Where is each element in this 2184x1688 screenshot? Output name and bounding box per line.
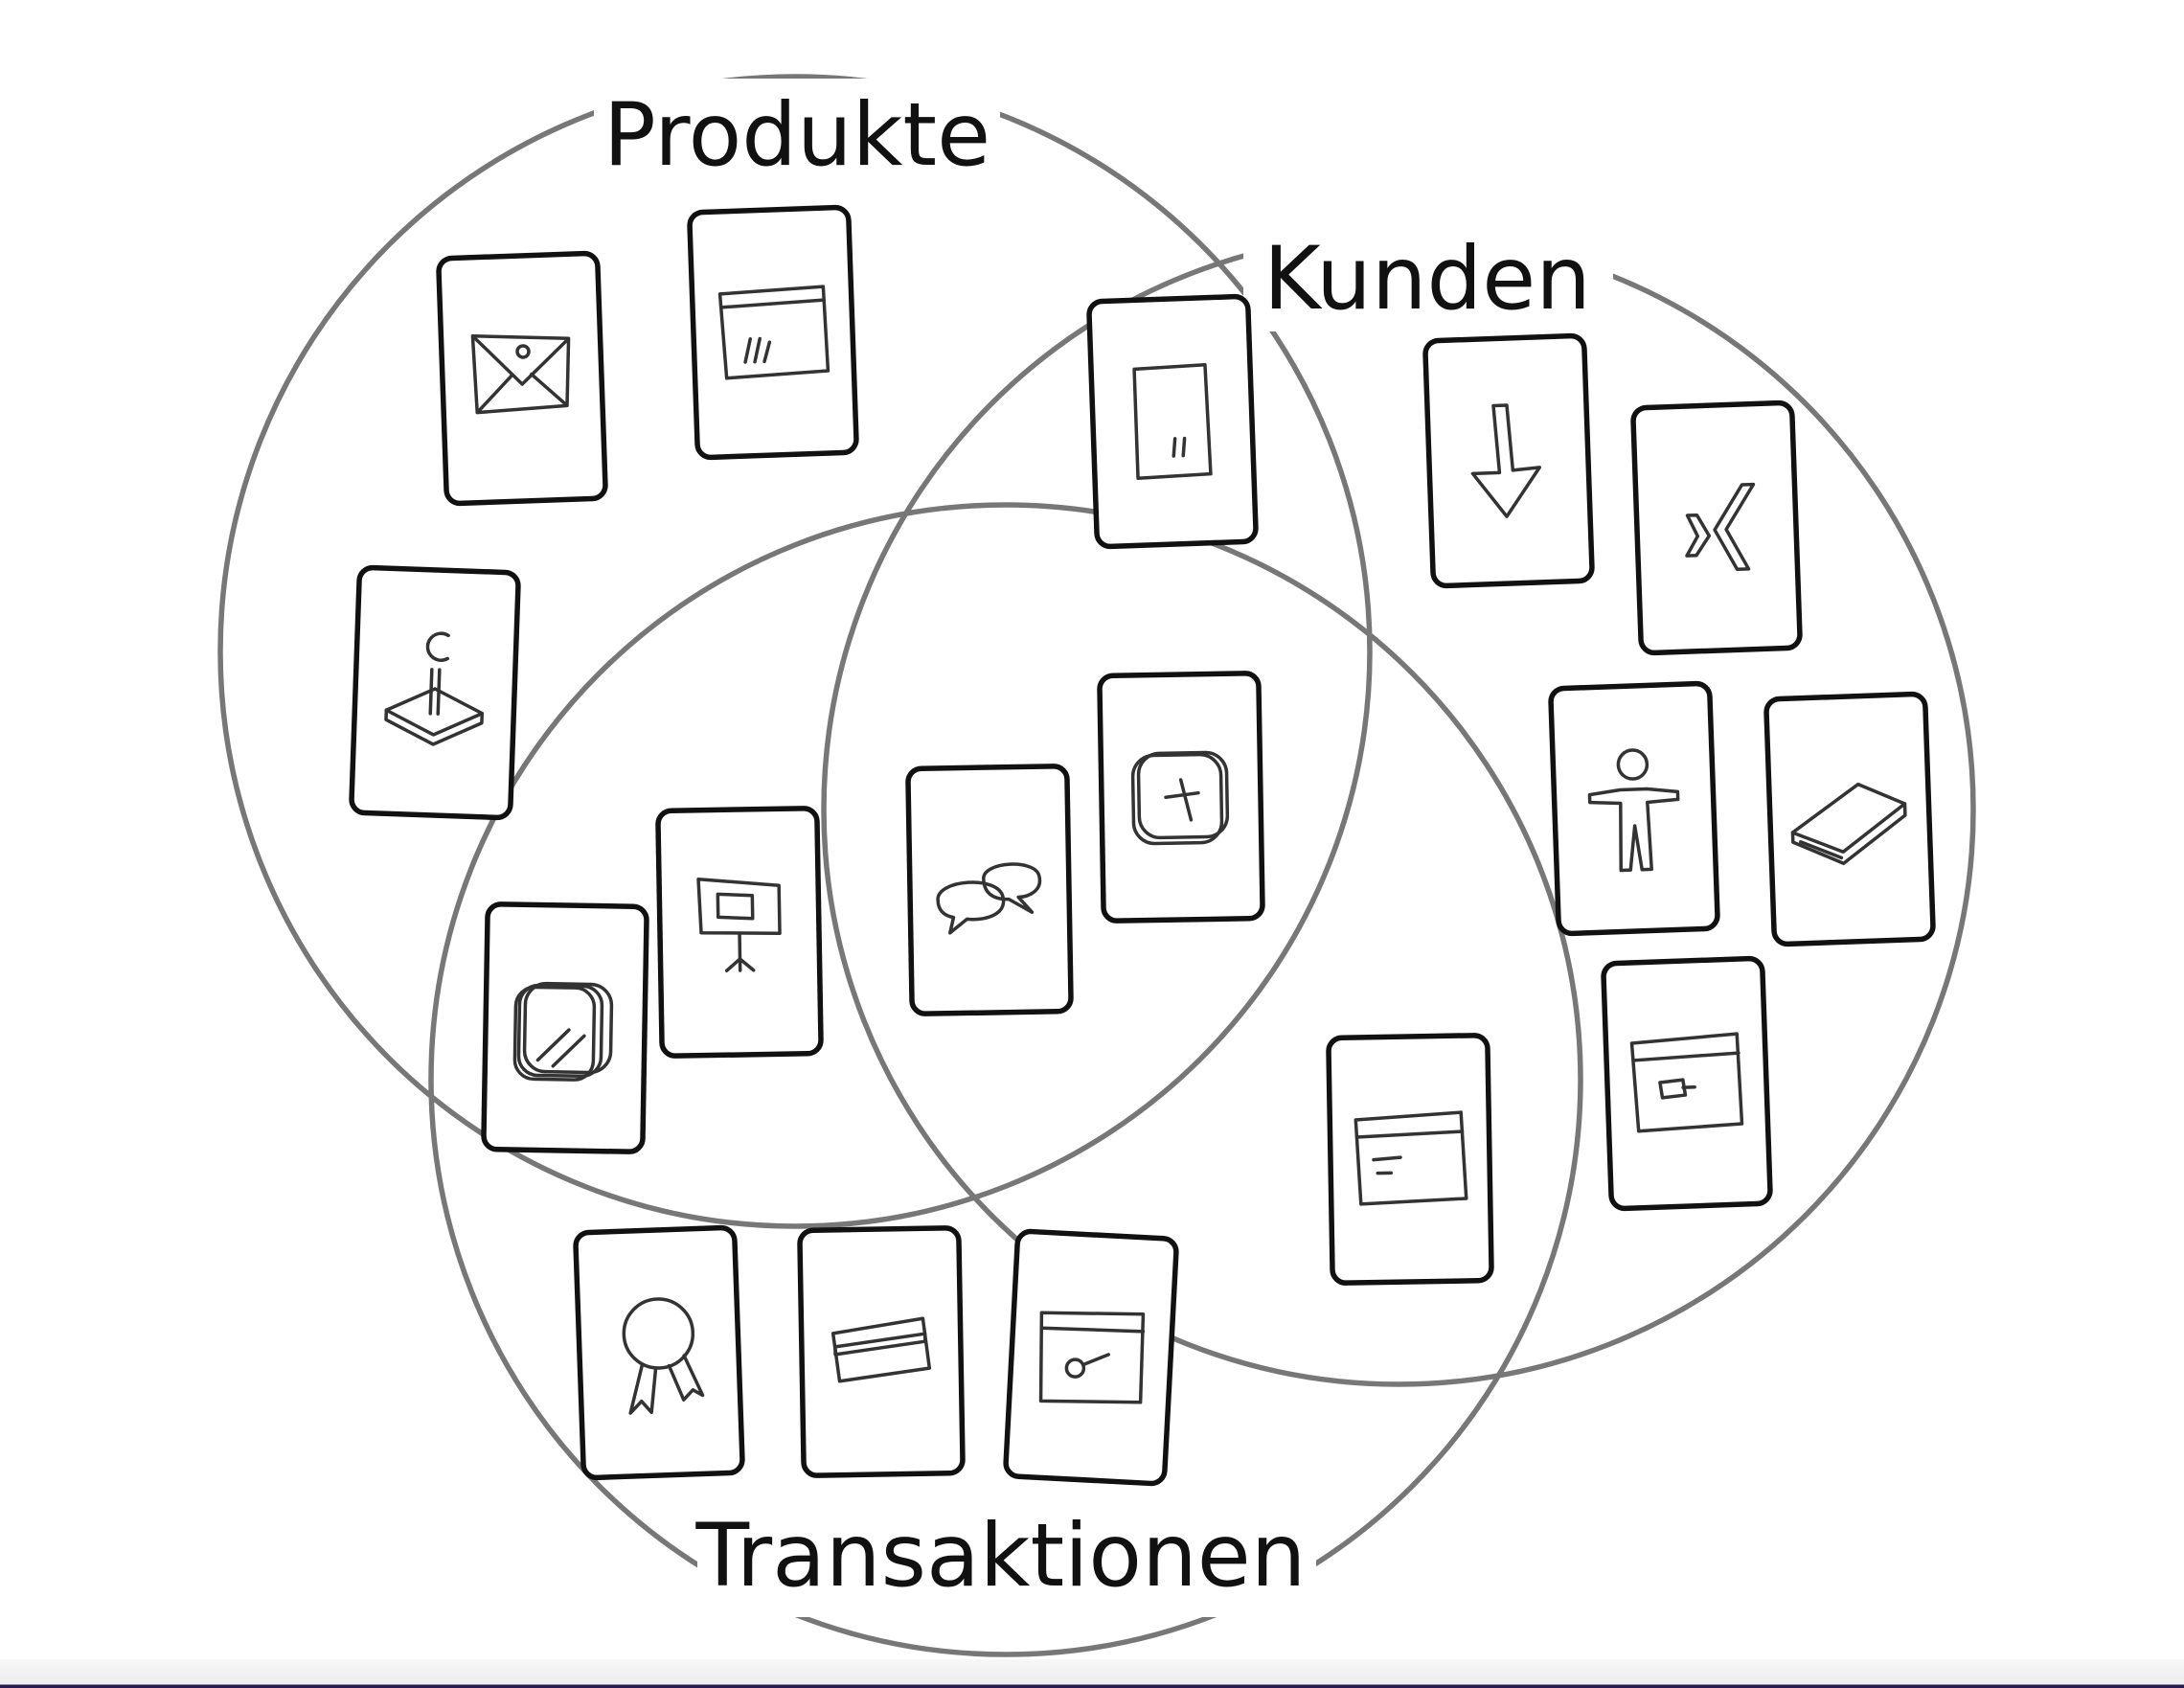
card-credit-card [797,1225,966,1478]
card-quote-document [1086,293,1259,550]
card-person [1548,680,1720,937]
card-email [436,250,608,507]
browser-text-window-icon [1354,1110,1468,1206]
card-presentation [655,806,824,1059]
card-xing [1630,399,1803,656]
chat-bubbles-icon [936,862,1042,935]
transaktionen-label: Transaktionen [695,1506,1307,1607]
transaktionen-circle [428,502,1583,1657]
card-browser-search [1003,1228,1179,1487]
xing-icon [1685,482,1756,572]
app-x-icon [1130,750,1230,846]
person-icon [1587,748,1680,873]
card-browser-card [1601,955,1773,1212]
card-joystick [349,564,521,821]
produkte-label: Produkte [603,85,990,186]
book-icon [1790,782,1907,866]
download-arrow-icon [1470,403,1542,518]
presentation-board-icon [696,877,782,972]
joystick-icon [384,631,485,746]
card-browser-quote [687,204,859,461]
card-download [1422,332,1595,589]
browser-card-window-icon [1629,1032,1744,1133]
card-app-x [1097,671,1265,924]
produkte-circle [217,74,1373,1229]
bottom-edge-strip [0,1659,2184,1688]
email-icon [470,334,571,415]
card-chat-bubbles [905,764,1074,1016]
credit-card-icon [830,1316,932,1383]
card-book [1763,691,1936,947]
award-ribbon-icon [622,1297,705,1415]
quote-document-icon [1132,363,1213,481]
app-stack-icon [512,981,614,1082]
browser-search-window-icon [1038,1311,1146,1404]
browser-quote-window-icon [717,285,830,380]
card-browser-text [1326,1033,1494,1286]
card-app-stack [481,901,649,1154]
kunden-label: Kunden [1263,229,1591,330]
card-award [573,1224,745,1481]
